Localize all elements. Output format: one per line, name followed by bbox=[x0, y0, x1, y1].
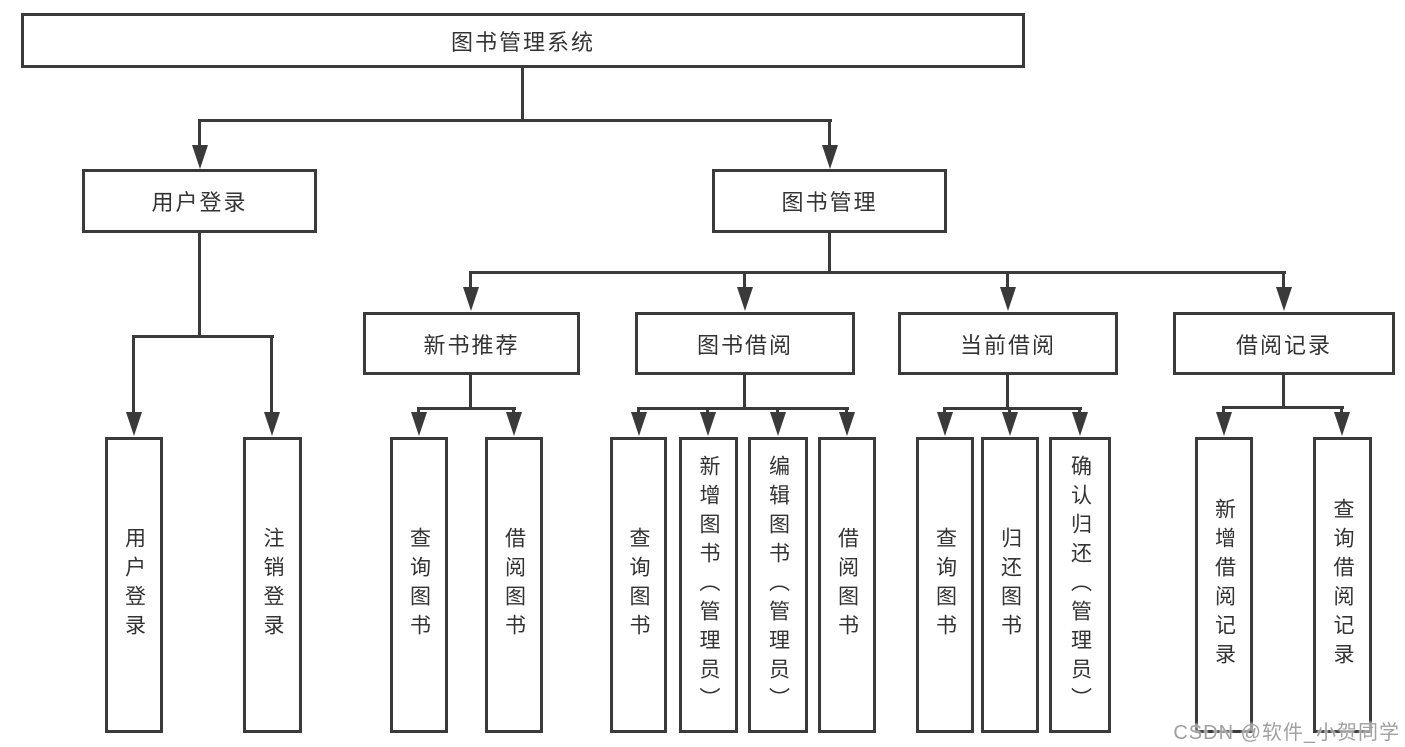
connector-arrow-icon bbox=[506, 407, 522, 436]
node-label: 用户登录 bbox=[122, 527, 146, 643]
node-book-mgmt: 图书管理 bbox=[712, 169, 947, 233]
connector-arrow-icon bbox=[463, 271, 479, 311]
node-label: 注销登录 bbox=[261, 527, 284, 643]
connector-arrow-icon bbox=[264, 335, 280, 436]
node-leaf-borrow-book-1: 借阅图书 bbox=[485, 437, 543, 733]
node-leaf-add-book: 新增图书（管理员） bbox=[679, 437, 738, 733]
connector-line bbox=[469, 375, 472, 407]
connector-line bbox=[943, 407, 1082, 410]
connector-line bbox=[1282, 375, 1285, 407]
connector-line bbox=[198, 119, 832, 122]
node-borrow-records: 借阅记录 bbox=[1173, 312, 1395, 375]
node-label: 图书管理系统 bbox=[450, 29, 595, 55]
connector-arrow-icon bbox=[737, 271, 753, 311]
node-leaf-borrow-book-2: 借阅图书 bbox=[818, 437, 876, 733]
node-leaf-user-login: 用户登录 bbox=[105, 437, 163, 733]
node-label: 用户登录 bbox=[151, 190, 248, 215]
connector-arrow-icon bbox=[631, 407, 647, 436]
connector-arrow-icon bbox=[937, 407, 953, 436]
node-new-book-rec: 新书推荐 bbox=[363, 312, 580, 375]
connector-line bbox=[521, 68, 524, 120]
connector-line bbox=[828, 233, 831, 271]
node-label: 确认归还（管理员） bbox=[1068, 454, 1092, 716]
connector-arrow-icon bbox=[411, 407, 427, 436]
node-leaf-query-book-1: 查询图书 bbox=[390, 437, 448, 733]
node-root: 图书管理系统 bbox=[21, 13, 1025, 68]
node-leaf-query-book-3: 查询图书 bbox=[916, 437, 974, 733]
node-label: 查询图书 bbox=[407, 527, 431, 643]
node-leaf-confirm-return: 确认归还（管理员） bbox=[1049, 437, 1111, 733]
node-leaf-query-record: 查询借阅记录 bbox=[1313, 437, 1372, 733]
node-label: 查询图书 bbox=[627, 527, 650, 643]
connector-line bbox=[743, 375, 746, 407]
connector-arrow-icon bbox=[700, 407, 716, 436]
connector-arrow-icon bbox=[192, 120, 208, 169]
node-label: 借阅图书 bbox=[835, 527, 859, 643]
connector-arrow-icon bbox=[1276, 271, 1292, 311]
connector-line bbox=[132, 335, 274, 338]
node-leaf-return-book: 归还图书 bbox=[981, 437, 1039, 733]
node-book-borrow: 图书借阅 bbox=[635, 312, 855, 375]
connector-arrow-icon bbox=[1000, 271, 1016, 311]
node-label: 编辑图书（管理员） bbox=[766, 454, 790, 716]
connector-line bbox=[1006, 375, 1009, 407]
node-label: 借阅记录 bbox=[1235, 332, 1332, 358]
node-label: 图书管理 bbox=[781, 190, 878, 215]
node-leaf-add-record: 新增借阅记录 bbox=[1195, 437, 1253, 733]
connector-line bbox=[1222, 406, 1344, 409]
connector-arrow-icon bbox=[1002, 407, 1018, 436]
connector-arrow-icon bbox=[1216, 406, 1232, 436]
connector-line bbox=[198, 233, 201, 335]
node-leaf-logout: 注销登录 bbox=[243, 437, 302, 733]
node-label: 新增借阅记录 bbox=[1212, 498, 1236, 672]
connector-arrow-icon bbox=[1072, 407, 1088, 436]
node-label: 查询借阅记录 bbox=[1331, 498, 1354, 672]
connector-line bbox=[469, 271, 1286, 274]
connector-arrow-icon bbox=[839, 407, 855, 436]
node-label: 图书借阅 bbox=[696, 332, 793, 358]
node-label: 查询图书 bbox=[933, 527, 957, 643]
connector-line bbox=[637, 407, 849, 410]
node-label: 借阅图书 bbox=[502, 527, 526, 643]
node-current-borrow: 当前借阅 bbox=[898, 312, 1118, 375]
connector-line bbox=[417, 407, 516, 410]
node-label: 当前借阅 bbox=[959, 332, 1056, 358]
connector-arrow-icon bbox=[770, 407, 786, 436]
node-leaf-query-book-2: 查询图书 bbox=[610, 437, 667, 733]
node-leaf-edit-book: 编辑图书（管理员） bbox=[748, 437, 808, 733]
node-label: 新书推荐 bbox=[423, 332, 520, 358]
node-label: 归还图书 bbox=[998, 527, 1022, 643]
connector-arrow-icon bbox=[822, 120, 838, 169]
node-user-login: 用户登录 bbox=[82, 169, 317, 233]
connector-arrow-icon bbox=[1334, 406, 1350, 436]
node-label: 新增图书（管理员） bbox=[697, 454, 720, 716]
connector-arrow-icon bbox=[126, 335, 142, 436]
csdn-watermark: CSDN @软件_小贺同学 bbox=[1173, 722, 1400, 744]
